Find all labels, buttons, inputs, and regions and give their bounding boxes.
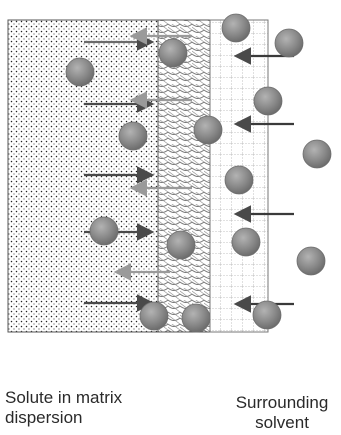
- matrix-caption-line2: dispersion: [5, 408, 175, 428]
- particle: [303, 140, 331, 168]
- particle: [159, 39, 187, 67]
- particle: [66, 58, 94, 86]
- solvent-caption-line2: solvent: [220, 413, 341, 433]
- particle: [297, 247, 325, 275]
- particle: [194, 116, 222, 144]
- solvent-caption-line1: Surrounding: [220, 393, 341, 413]
- swelling-layer-region: [158, 20, 210, 332]
- particle: [119, 122, 147, 150]
- particle: [232, 228, 260, 256]
- particle: [182, 304, 210, 332]
- particle: [253, 301, 281, 329]
- particle: [275, 29, 303, 57]
- release-diagram: [0, 0, 341, 345]
- solvent-caption: Surrounding solvent: [220, 393, 341, 433]
- particle: [90, 217, 118, 245]
- particle: [222, 14, 250, 42]
- particle: [254, 87, 282, 115]
- particle: [140, 302, 168, 330]
- matrix-caption: Solute in matrix dispersion: [5, 388, 175, 428]
- matrix-caption-line1: Solute in matrix: [5, 388, 175, 408]
- particle: [225, 166, 253, 194]
- particle: [167, 231, 195, 259]
